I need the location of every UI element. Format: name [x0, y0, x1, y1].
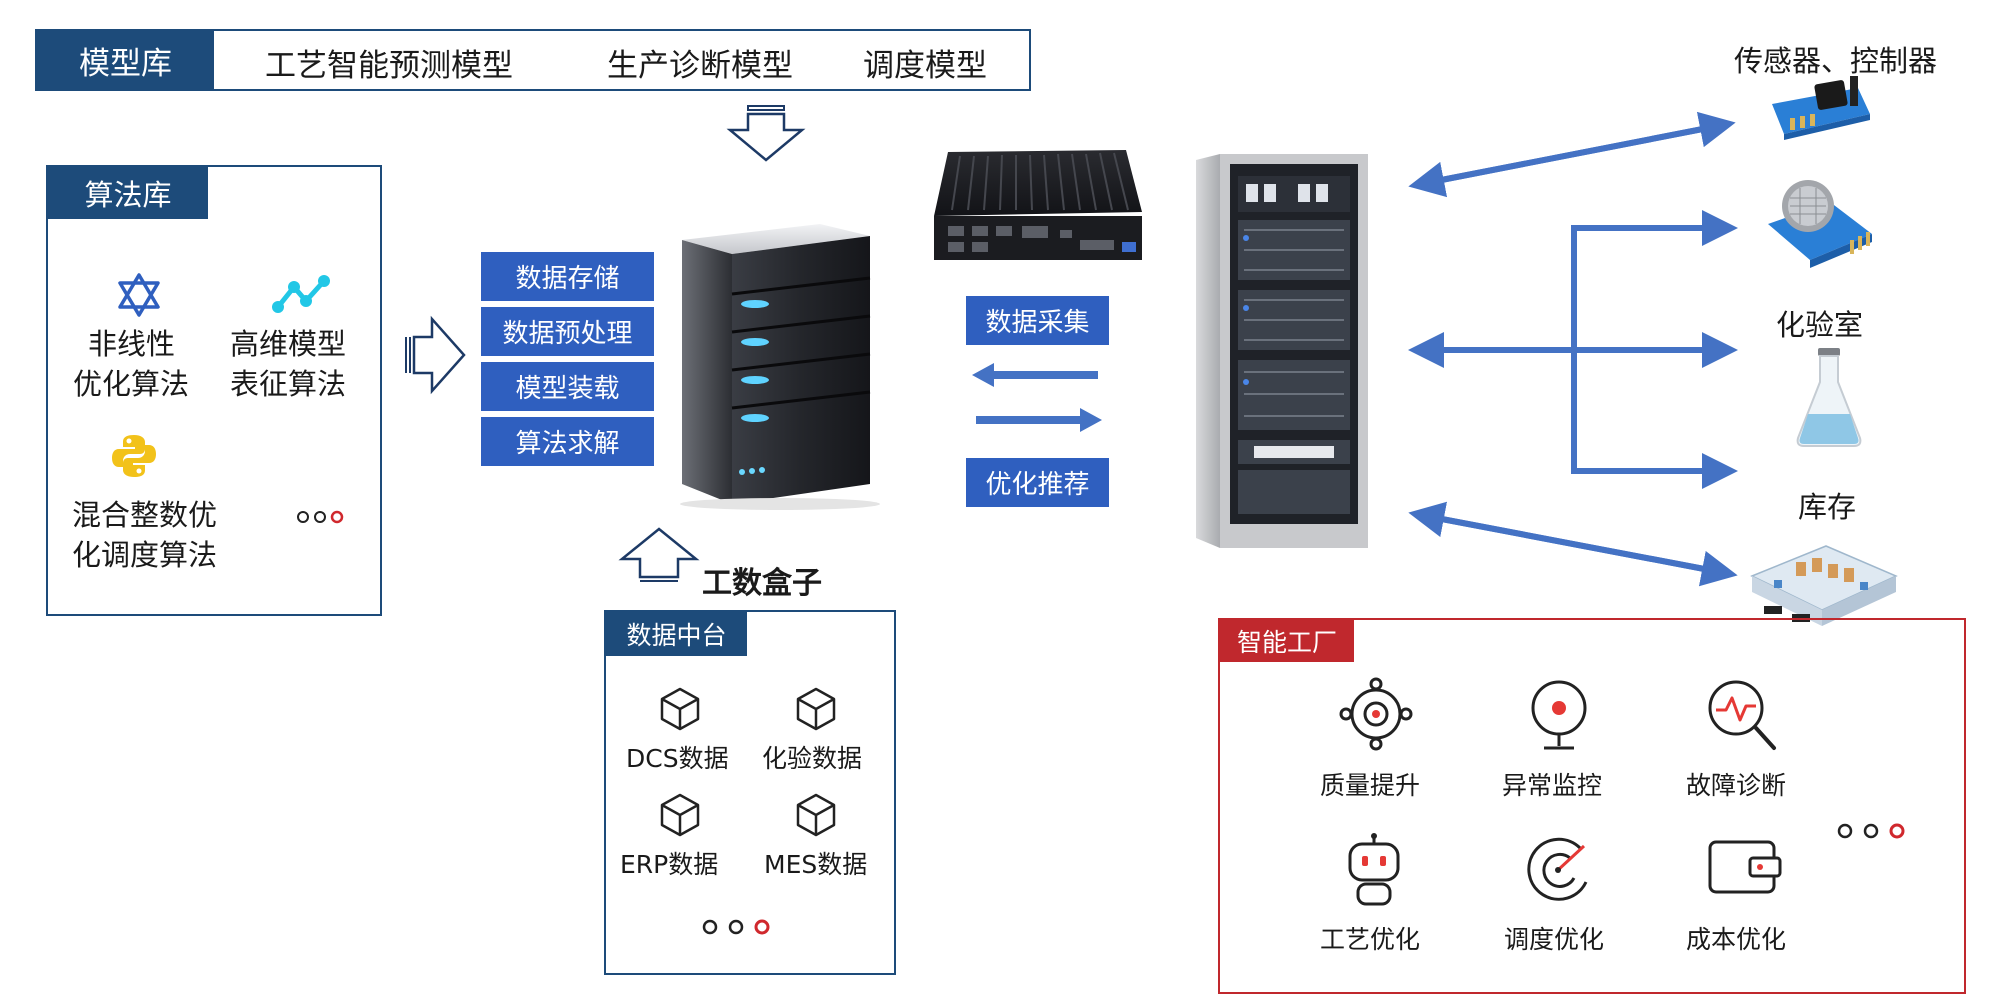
data-lab: 化验数据: [762, 744, 863, 773]
cube-icon: [660, 687, 700, 731]
smart-factory-box: 智能工厂 质量提升 异常监控 故障诊断 工艺优化: [1218, 618, 1966, 994]
model-library-label: 模型库: [79, 45, 172, 82]
factory-scheduling-label: 调度优化: [1504, 925, 1605, 954]
source-connection-arrows: [1408, 111, 1738, 587]
target-icon: [1339, 677, 1413, 751]
data-center-tag: 数据中台: [606, 612, 747, 656]
data-mes: MES数据: [764, 850, 868, 879]
optimize-recommend-label-box: 优化推荐: [966, 458, 1109, 507]
data-dcs: DCS数据: [626, 744, 729, 773]
more-dots-icon: [297, 510, 344, 524]
cube-icon: [796, 793, 836, 837]
down-arrow-icon: [726, 105, 806, 162]
right-flow-arrow: [976, 408, 1102, 432]
function-data-preprocessing: 数据预处理: [481, 307, 654, 356]
model-item-process-prediction: 工艺智能预测模型: [265, 48, 513, 84]
data-collect-label-box: 数据采集: [966, 296, 1109, 345]
edge-gateway-image: [934, 150, 1142, 260]
factory-anomaly-label: 异常监控: [1502, 771, 1603, 800]
function-data-storage-label: 数据存储: [515, 264, 620, 294]
diagnosis-magnifier-icon: [1708, 680, 1776, 750]
warehouse-icon: [1750, 545, 1898, 626]
star-of-david-icon: [118, 273, 160, 317]
function-algorithm-solving-label: 算法求解: [515, 429, 620, 459]
sensor-module-icon: [1772, 76, 1870, 140]
python-logo-icon: [112, 435, 156, 477]
sensors-label: 传感器、控制器: [1734, 44, 1938, 78]
smart-factory-label: 智能工厂: [1236, 628, 1337, 657]
scatter-link-icon: [272, 275, 330, 313]
cube-icon: [660, 793, 700, 837]
server-tower-image: [680, 224, 880, 510]
left-flow-arrow: [972, 363, 1098, 387]
right-arrow-icon: [405, 315, 466, 395]
function-model-loading-label: 模型装载: [515, 374, 620, 404]
monitor-dot-icon: [1531, 680, 1587, 750]
algo-nonlinear-line1: 非线性: [88, 327, 176, 361]
model-item-scheduling: 调度模型: [863, 48, 987, 84]
algorithm-library-box: 算法库 非线性 优化算法 高维模型 表征算法 混合整数优 化调度算法: [46, 165, 382, 616]
smart-factory-tag: 智能工厂: [1220, 620, 1354, 662]
dispatch-gauge-icon: [1527, 837, 1588, 901]
factory-process-label: 工艺优化: [1320, 925, 1421, 954]
algorithm-library-tag: 算法库: [48, 167, 208, 219]
data-center-label: 数据中台: [626, 621, 727, 650]
algo-high-dim-line1: 高维模型: [230, 327, 347, 361]
algo-high-dim-line2: 表征算法: [230, 367, 347, 401]
factory-quality-label: 质量提升: [1320, 771, 1421, 800]
function-data-preprocessing-label: 数据预处理: [502, 319, 633, 349]
model-library-bar: 模型库 工艺智能预测模型 生产诊断模型 调度模型: [35, 29, 1031, 91]
algo-mixed-integer-line2: 化调度算法: [72, 538, 218, 572]
function-model-loading: 模型装载: [481, 362, 654, 411]
function-algorithm-solving: 算法求解: [481, 417, 654, 466]
data-erp: ERP数据: [620, 850, 719, 879]
algorithm-library-label: 算法库: [84, 178, 172, 212]
more-dots-icon: [1837, 823, 1905, 839]
algo-nonlinear-line2: 优化算法: [73, 367, 190, 401]
model-library-tag: 模型库: [37, 31, 214, 89]
cube-icon: [796, 687, 836, 731]
flask-icon: [1796, 348, 1862, 447]
algo-mixed-integer-line1: 混合整数优: [72, 498, 218, 532]
function-data-storage: 数据存储: [481, 252, 654, 301]
inventory-label: 库存: [1798, 490, 1857, 524]
gas-sensor-icon: [1768, 180, 1872, 268]
factory-fault-label: 故障诊断: [1686, 771, 1787, 800]
data-center-box: 数据中台 DCS数据 化验数据 ERP数据 MES数据: [604, 610, 896, 975]
more-dots-icon: [702, 919, 770, 935]
optimize-recommend-label: 优化推荐: [985, 470, 1090, 500]
data-collect-label: 数据采集: [985, 308, 1090, 338]
up-arrow-icon: [618, 527, 700, 582]
box-label: 工数盒子: [702, 566, 822, 601]
model-item-production-diagnosis: 生产诊断模型: [607, 48, 793, 84]
robot-icon: [1348, 833, 1400, 906]
factory-cost-label: 成本优化: [1686, 925, 1787, 954]
wallet-icon: [1708, 840, 1782, 894]
control-cabinet-image: [1196, 154, 1368, 548]
lab-label: 化验室: [1776, 308, 1864, 342]
